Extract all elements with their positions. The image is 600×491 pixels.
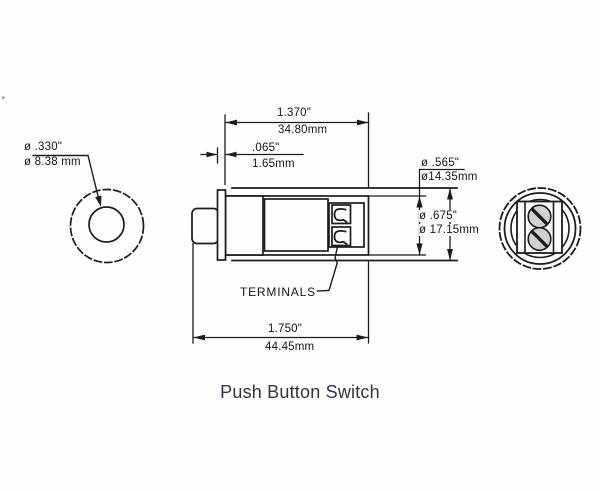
arrowhead-left — [193, 334, 205, 341]
side-view — [191, 187, 458, 262]
front-dia-leader — [32, 154, 102, 207]
side-bezel — [224, 195, 264, 256]
screw-bottom-slot — [530, 229, 549, 249]
arrowhead-down — [447, 249, 453, 261]
rear-middle-circle — [503, 192, 577, 265]
body-length-inches-label: 1.370" — [277, 107, 312, 119]
front-leader-arrowhead — [95, 195, 102, 207]
rear-outer-knurled-circle — [498, 187, 582, 270]
terminals-label: TERMINALS — [240, 284, 316, 299]
rear-inner-circle — [510, 198, 570, 259]
terminals-leader-line — [316, 245, 339, 292]
screw-top-slot — [530, 207, 549, 226]
body-length-mm-label: 34.80mm — [278, 124, 328, 136]
flange-mm-label: 1.65mm — [252, 157, 295, 170]
arrowhead-down — [416, 243, 423, 255]
arrowhead-up — [447, 188, 453, 200]
front-outer-circle — [69, 188, 145, 264]
front-leader-line — [87, 154, 99, 197]
terminal-clip-bottom-glyph — [333, 229, 348, 246]
dia-outer-mm-label: ø 17.15mm — [419, 223, 481, 236]
arrowhead-right — [356, 334, 369, 341]
front-dia-mm-label: ø 8.38 mm — [24, 156, 81, 168]
overall-length-mm-label: 44.45mm — [265, 340, 315, 353]
dimension-body-length — [224, 112, 370, 189]
front-inner-circle — [88, 206, 125, 243]
arrowhead-up — [416, 196, 423, 208]
front-view — [32, 154, 145, 264]
overall-length-inches-label: 1.750" — [268, 322, 303, 335]
side-inner-body — [263, 198, 329, 252]
drawing-title: Push Button Switch — [220, 382, 380, 402]
dia-inner-mm-label: ø14.35mm — [421, 171, 478, 183]
arrowhead-right — [357, 119, 369, 126]
rear-view — [498, 187, 582, 270]
front-dia-inches-label: ø .330" — [24, 141, 63, 153]
dimension-flange-thickness — [200, 147, 304, 164]
mounting-flange — [216, 189, 227, 261]
scan-speck — [2, 96, 5, 99]
dimension-overall-length — [192, 242, 370, 344]
arrowhead-left-pointing — [225, 151, 237, 158]
push-button — [191, 207, 220, 245]
arrowhead-left — [225, 119, 237, 126]
terminal-clip-top-glyph — [333, 207, 348, 224]
arrowhead-right-pointing — [206, 151, 218, 158]
dia-outer-inches-label: ø .675" — [419, 210, 460, 222]
dia-inner-inches-label: ø .565" — [421, 156, 460, 169]
flange-inches-label: .065" — [252, 142, 280, 154]
